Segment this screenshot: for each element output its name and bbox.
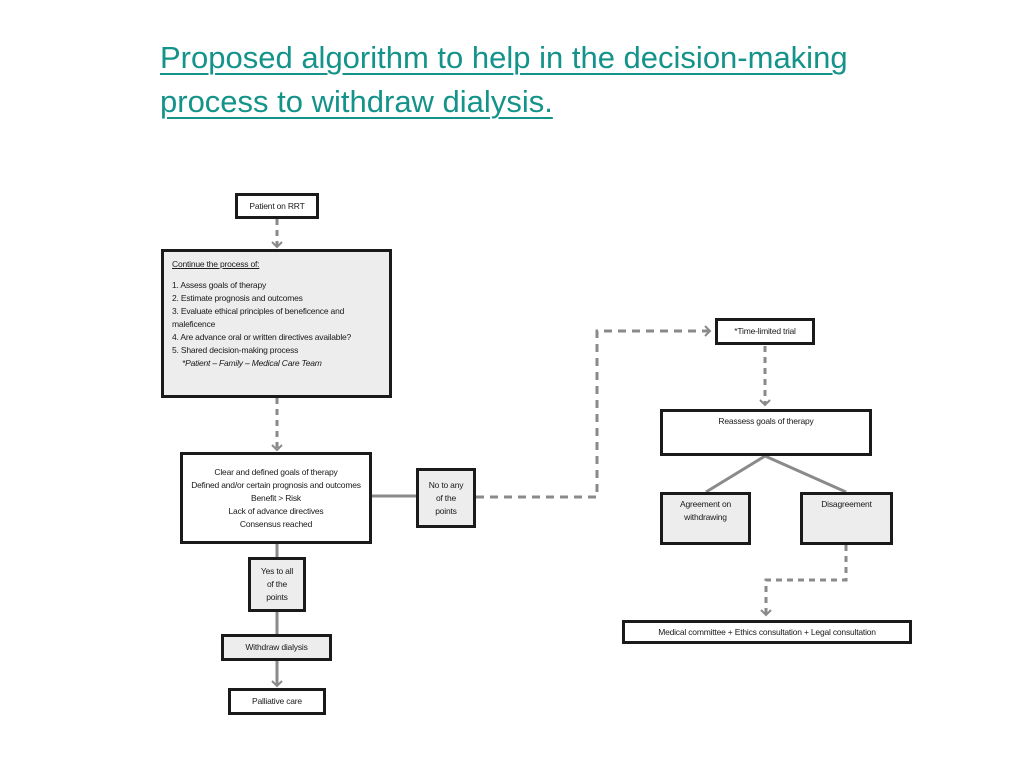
continue-process-subnote: *Patient – Family – Medical Care Team: [182, 358, 322, 368]
time-limited-trial-label: *Time-limited trial: [734, 326, 796, 336]
connector-reassess-to-disagreement: [764, 454, 847, 494]
agreement-box: Agreement on withdrawing: [660, 492, 751, 545]
consultation-label: Medical committee + Ethics consultation …: [658, 626, 876, 637]
continue-process-item: maleficence: [172, 319, 216, 329]
patient-on-rrt-label: Patient on RRT: [249, 200, 305, 211]
slide-title: Proposed algorithm to help in the decisi…: [160, 36, 960, 124]
connector-disagreement-to-consultation: [760, 545, 848, 617]
criteria-item: Benefit > Risk: [251, 492, 301, 503]
palliative-care-label: Palliative care: [252, 696, 302, 706]
yes-to-all-label: Yes to all: [260, 566, 294, 576]
criteria-item: Clear and defined goals of therapy: [214, 466, 338, 477]
criteria-box: Clear and defined goals of therapy Defin…: [180, 452, 372, 544]
continue-process-heading: Continue the process of:: [172, 259, 260, 269]
connector-no-to-trial: [476, 325, 712, 499]
yes-to-all-box: Yes to all of the points: [248, 557, 306, 612]
slide-title-line-1: Proposed algorithm to help in the decisi…: [160, 40, 848, 75]
no-to-any-box: No to any of the points: [416, 468, 476, 528]
reassess-goals-box: Reassess goals of therapy: [660, 409, 872, 456]
continue-process-item: 4. Are advance oral or written directive…: [172, 332, 352, 342]
disagreement-box: Disagreement: [800, 492, 893, 545]
slide-title-line-2: process to withdraw dialysis.: [160, 84, 553, 119]
yes-to-all-label: of the: [266, 579, 288, 589]
palliative-care-box: Palliative care: [228, 688, 326, 715]
patient-on-rrt-box: Patient on RRT: [235, 193, 319, 219]
no-to-any-label: points: [435, 505, 457, 516]
disagreement-label: Disagreement: [821, 499, 872, 509]
agreement-label: Agreement on: [680, 499, 731, 509]
consultation-box: Medical committee + Ethics consultation …: [622, 620, 912, 644]
reassess-goals-label: Reassess goals of therapy: [718, 416, 814, 426]
withdraw-dialysis-box: Withdraw dialysis: [221, 634, 332, 661]
continue-process-item: 1. Assess goals of therapy: [172, 280, 267, 290]
continue-process-item: 3. Evaluate ethical principles of benefi…: [172, 306, 345, 316]
agreement-label: withdrawing: [684, 512, 727, 522]
criteria-item: Consensus reached: [239, 518, 313, 529]
criteria-item: Defined and/or certain prognosis and out…: [191, 479, 361, 490]
no-to-any-label: of the: [435, 492, 457, 503]
no-to-any-label: No to any: [428, 479, 464, 490]
yes-to-all-label: points: [266, 592, 288, 602]
connector-reassess-to-agreement: [705, 454, 766, 494]
criteria-item: Lack of advance directives: [228, 505, 324, 516]
withdraw-dialysis-label: Withdraw dialysis: [245, 642, 308, 652]
time-limited-trial-box: *Time-limited trial: [715, 318, 815, 345]
continue-process-box: Continue the process of: 1. Assess goals…: [161, 249, 392, 398]
continue-process-item: 2. Estimate prognosis and outcomes: [172, 293, 303, 303]
continue-process-item: 5. Shared decision-making process: [172, 345, 299, 355]
